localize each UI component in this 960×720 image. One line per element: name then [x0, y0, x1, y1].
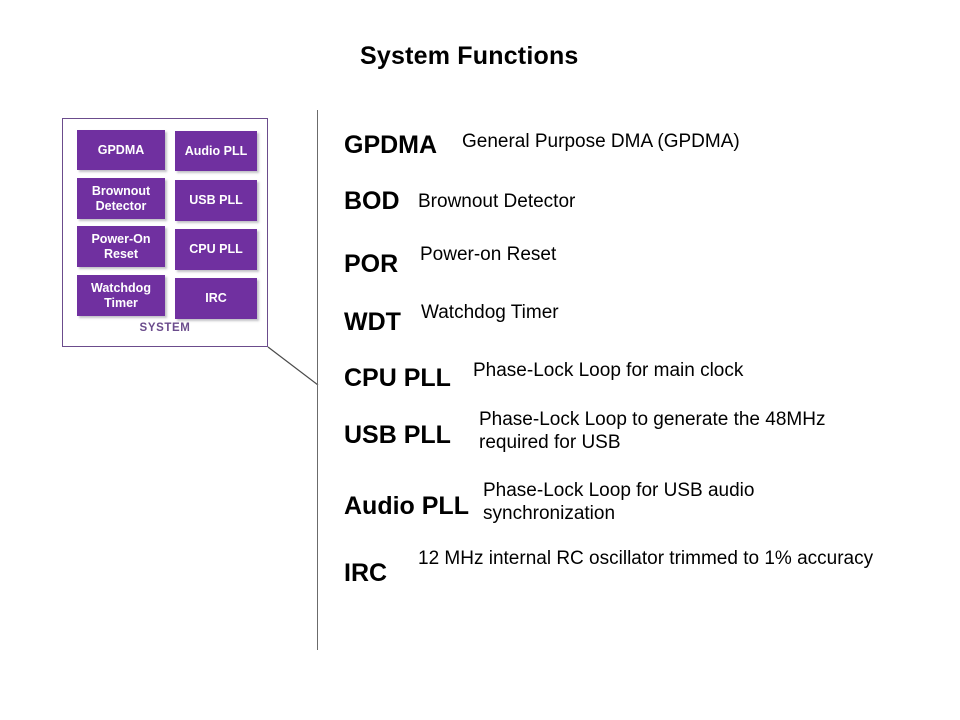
definition-term-usb-pll: USB PLL [344, 421, 451, 449]
definition-description-wdt: Watchdog Timer [421, 302, 559, 323]
page-title: System Functions [360, 42, 579, 70]
definition-description-irc: 12 MHz internal RC oscillator trimmed to… [418, 548, 874, 569]
definition-description-usb-pll: Phase-Lock Loop to generate the 48MHz re… [479, 409, 826, 454]
block-gpdma: GPDMA [77, 130, 165, 170]
definition-term-irc: IRC [344, 559, 388, 587]
definition-description-cpu-pll: Phase-Lock Loop for main clock [473, 360, 744, 381]
definition-term-wdt: WDT [344, 308, 401, 336]
definition-term-audio-pll: Audio PLL [344, 492, 469, 520]
definition-description-bod: Brownout Detector [418, 191, 576, 212]
definition-description-audio-pll: Phase-Lock Loop for USB audio synchroniz… [483, 480, 755, 525]
block-audio-pll: Audio PLL [175, 131, 257, 171]
definition-description-gpdma: General Purpose DMA (GPDMA) [462, 131, 740, 152]
block-cpu-pll: CPU PLL [175, 229, 257, 270]
diagram-caption-system: SYSTEM [139, 322, 191, 334]
definition-term-gpdma: GPDMA [344, 131, 438, 159]
block-irc: IRC [175, 278, 257, 319]
definition-description-por: Power-on Reset [420, 244, 557, 265]
definition-term-bod: BOD [344, 187, 400, 215]
definition-term-cpu-pll: CPU PLL [344, 364, 451, 392]
vertical-divider [317, 110, 318, 650]
leader-line [267, 346, 319, 386]
definition-term-por: POR [344, 250, 399, 278]
block-usb-pll: USB PLL [175, 180, 257, 221]
